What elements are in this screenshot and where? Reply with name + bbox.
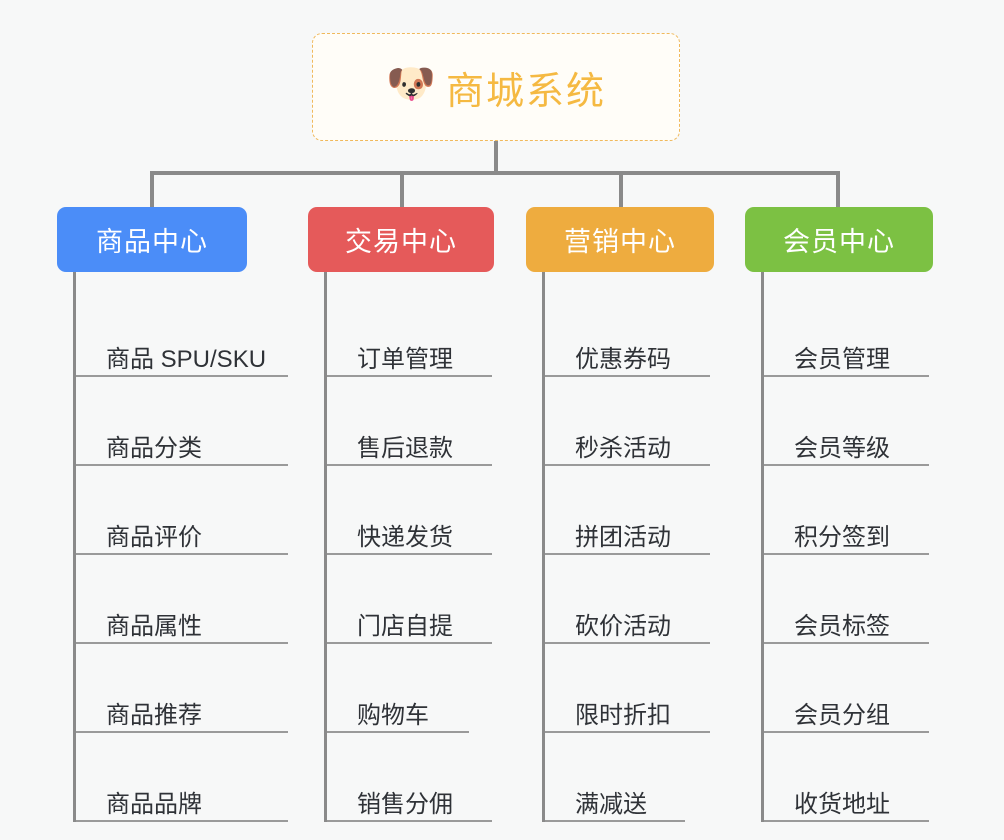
leaf-item[interactable]: 满减送 bbox=[545, 733, 685, 822]
leaf-item[interactable]: 商品推荐 bbox=[76, 644, 288, 733]
branch-header-label: 营销中心 bbox=[564, 227, 676, 257]
leaf-item[interactable]: 商品评价 bbox=[76, 466, 288, 555]
leaf-label: 会员标签 bbox=[794, 612, 890, 640]
branch-header-label: 会员中心 bbox=[783, 227, 895, 257]
leaf-item[interactable]: 商品品牌 bbox=[76, 733, 288, 822]
branch-product-center: 商品中心 商品 SPU/SKU 商品分类 商品评价 商品属性 商品推荐 商品品牌 bbox=[57, 207, 288, 822]
connector-root-stem bbox=[494, 141, 498, 174]
leaf-label: 砍价活动 bbox=[575, 612, 671, 640]
leaf-label: 商品 SPU/SKU bbox=[106, 345, 267, 373]
leaf-list-member-center: 会员管理 会员等级 积分签到 会员标签 会员分组 收货地址 bbox=[761, 272, 933, 822]
leaf-label: 商品品牌 bbox=[106, 790, 202, 818]
leaf-item[interactable]: 会员管理 bbox=[764, 288, 929, 377]
leaf-label: 会员管理 bbox=[794, 345, 890, 373]
branch-header-trade-center[interactable]: 交易中心 bbox=[308, 207, 494, 272]
root-node[interactable]: 🐶 商城系统 bbox=[312, 33, 680, 141]
leaf-label: 满减送 bbox=[575, 790, 647, 818]
leaf-label: 订单管理 bbox=[357, 345, 453, 373]
leaf-label: 积分签到 bbox=[794, 523, 890, 551]
connector-drop-4 bbox=[836, 171, 840, 208]
branch-marketing-center: 营销中心 优惠券码 秒杀活动 拼团活动 砍价活动 限时折扣 满减送 bbox=[526, 207, 714, 822]
leaf-label: 快递发货 bbox=[357, 523, 453, 551]
branch-header-product-center[interactable]: 商品中心 bbox=[57, 207, 247, 272]
leaf-item[interactable]: 商品分类 bbox=[76, 377, 288, 466]
leaf-item[interactable]: 会员等级 bbox=[764, 377, 929, 466]
dog-face-icon: 🐶 bbox=[385, 62, 436, 106]
connector-drop-2 bbox=[400, 171, 404, 208]
leaf-item[interactable]: 门店自提 bbox=[327, 555, 492, 644]
branch-header-member-center[interactable]: 会员中心 bbox=[745, 207, 933, 272]
branch-trade-center: 交易中心 订单管理 售后退款 快递发货 门店自提 购物车 销售分佣 bbox=[308, 207, 494, 822]
connector-drop-1 bbox=[150, 171, 154, 208]
branch-header-label: 交易中心 bbox=[345, 227, 457, 257]
leaf-label: 商品评价 bbox=[106, 523, 202, 551]
leaf-label: 限时折扣 bbox=[575, 701, 671, 729]
leaf-item[interactable]: 会员标签 bbox=[764, 555, 929, 644]
leaf-label: 商品属性 bbox=[106, 612, 202, 640]
leaf-item[interactable]: 商品 SPU/SKU bbox=[76, 288, 288, 377]
leaf-label: 拼团活动 bbox=[575, 523, 671, 551]
leaf-label: 销售分佣 bbox=[357, 790, 453, 818]
leaf-label: 会员分组 bbox=[794, 701, 890, 729]
leaf-list-trade-center: 订单管理 售后退款 快递发货 门店自提 购物车 销售分佣 bbox=[324, 272, 494, 822]
leaf-item[interactable]: 积分签到 bbox=[764, 466, 929, 555]
leaf-label: 收货地址 bbox=[794, 790, 890, 818]
leaf-item[interactable]: 收货地址 bbox=[764, 733, 929, 822]
leaf-label: 会员等级 bbox=[794, 434, 890, 462]
leaf-item[interactable]: 销售分佣 bbox=[327, 733, 492, 822]
leaf-item[interactable]: 秒杀活动 bbox=[545, 377, 710, 466]
root-title: 商城系统 bbox=[445, 70, 606, 113]
connector-drop-3 bbox=[619, 171, 623, 208]
leaf-label: 购物车 bbox=[357, 701, 429, 729]
leaf-label: 商品推荐 bbox=[106, 701, 202, 729]
connector-horizontal-bus bbox=[150, 171, 840, 175]
leaf-item[interactable]: 订单管理 bbox=[327, 288, 492, 377]
branch-header-marketing-center[interactable]: 营销中心 bbox=[526, 207, 714, 272]
leaf-list-marketing-center: 优惠券码 秒杀活动 拼团活动 砍价活动 限时折扣 满减送 bbox=[542, 272, 714, 822]
leaf-label: 优惠券码 bbox=[575, 345, 671, 373]
leaf-label: 商品分类 bbox=[106, 434, 202, 462]
leaf-item[interactable]: 限时折扣 bbox=[545, 644, 710, 733]
branch-header-label: 商品中心 bbox=[96, 227, 208, 257]
leaf-list-product-center: 商品 SPU/SKU 商品分类 商品评价 商品属性 商品推荐 商品品牌 bbox=[73, 272, 288, 822]
leaf-item[interactable]: 会员分组 bbox=[764, 644, 929, 733]
leaf-item[interactable]: 拼团活动 bbox=[545, 466, 710, 555]
leaf-item[interactable]: 快递发货 bbox=[327, 466, 492, 555]
leaf-item[interactable]: 购物车 bbox=[327, 644, 469, 733]
leaf-item[interactable]: 砍价活动 bbox=[545, 555, 710, 644]
leaf-item[interactable]: 售后退款 bbox=[327, 377, 492, 466]
leaf-label: 秒杀活动 bbox=[575, 434, 671, 462]
leaf-item[interactable]: 优惠券码 bbox=[545, 288, 710, 377]
leaf-label: 门店自提 bbox=[357, 612, 453, 640]
leaf-item[interactable]: 商品属性 bbox=[76, 555, 288, 644]
branch-member-center: 会员中心 会员管理 会员等级 积分签到 会员标签 会员分组 收货地址 bbox=[745, 207, 933, 822]
leaf-label: 售后退款 bbox=[357, 434, 453, 462]
